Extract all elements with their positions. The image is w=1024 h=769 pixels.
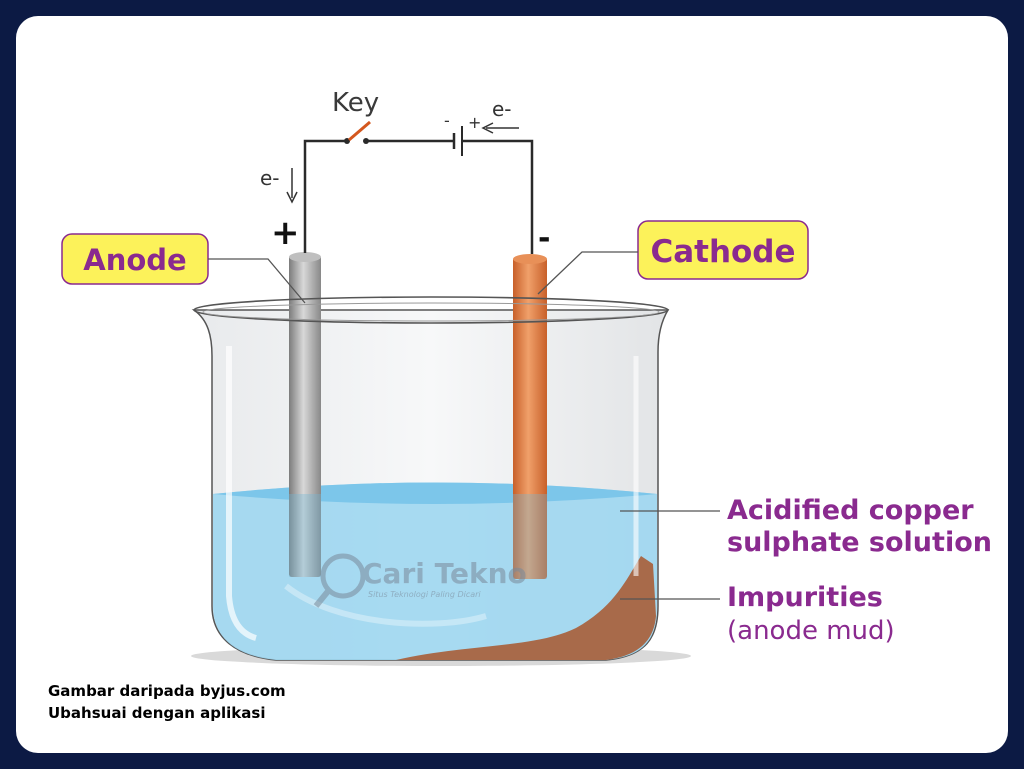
electron-arrow-left-head [481, 122, 494, 134]
battery-minus-label: - [444, 111, 450, 130]
solution-label-line2: sulphate solution [727, 527, 992, 558]
credit-source: Gambar daripada byjus.com [48, 682, 286, 700]
credit-modified: Ubahsuai dengan aplikasi [48, 704, 266, 722]
beaker-rim-inner [202, 302, 660, 322]
impurities-label-line2: (anode mud) [727, 616, 895, 646]
battery-plus-label: + [468, 113, 481, 132]
circuit-wire [303, 139, 534, 254]
watermark-magnifier-handle [313, 588, 332, 608]
cathode-electrode [513, 257, 547, 579]
glass-reflection [284, 583, 487, 627]
watermark-magnifier-icon [320, 553, 366, 599]
key-contact-left [344, 138, 350, 144]
anode-mud [396, 556, 656, 660]
watermark: Cari Tekno Situs Teknologi Paling Dicari [313, 553, 527, 608]
glass-highlight-left [226, 346, 257, 641]
watermark-title: Cari Tekno [362, 557, 527, 590]
key-lever [348, 120, 371, 142]
cathode-top [513, 254, 547, 264]
cathode-polarity-sign: - [538, 221, 550, 256]
cathode-callout-box [637, 220, 809, 280]
key-contact-right [363, 138, 369, 144]
beaker-rim [193, 296, 669, 324]
electron-arrow-down-head [286, 191, 298, 204]
anode-label: Anode [83, 243, 186, 277]
cathode-submerged-tint [513, 494, 547, 579]
solution-label-line1: Acidified copper [727, 495, 974, 526]
anode-electrode [289, 255, 321, 577]
anode-polarity-sign: + [271, 213, 300, 253]
cathode-leader-line [537, 251, 638, 295]
anode-top [289, 252, 321, 262]
key-label: Key [332, 88, 379, 118]
diagram-frame: Key e- e- - + + - Anode Cathode Acidifie… [16, 16, 1008, 753]
impurities-label-line1: Impurities [727, 582, 883, 613]
electrolysis-diagram: Key e- e- - + + - Anode Cathode Acidifie… [61, 88, 992, 666]
anode-submerged-tint [289, 494, 321, 577]
watermark-tagline: Situs Teknologi Paling Dicari [368, 590, 481, 599]
cathode-label: Cathode [650, 234, 795, 270]
electron-label-left: e- [260, 166, 280, 190]
anode-leader-line [208, 258, 306, 304]
electron-label-top: e- [492, 97, 512, 121]
